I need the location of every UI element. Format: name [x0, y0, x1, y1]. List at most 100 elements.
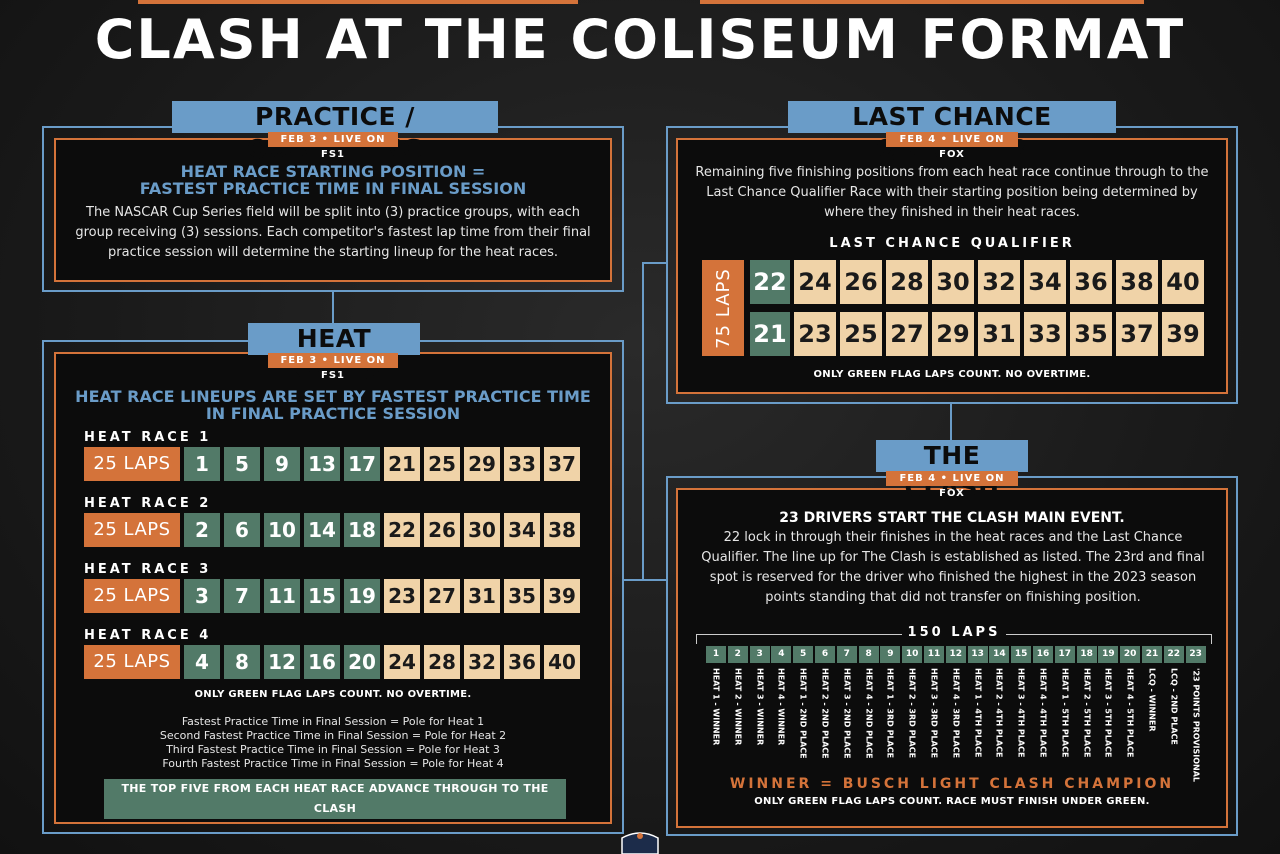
lcq-start-position: 28 [886, 260, 928, 304]
lcq-position: 29 [464, 447, 500, 481]
heat-date: FEB 3 • LIVE ON FS1 [268, 353, 398, 381]
pole-line-4: Fourth Fastest Practice Time in Final Se… [162, 757, 504, 770]
lcq-start-position: 38 [1116, 260, 1158, 304]
heat-heading-1: HEAT RACE LINEUPS ARE SET BY FASTEST PRA… [75, 387, 591, 406]
clash-position-label: HEAT 4 - 3RD PLACE [951, 668, 961, 759]
clash-position-label: HEAT 1 - 4TH PLACE [973, 668, 983, 758]
advance-position: 11 [264, 579, 300, 613]
lcq-start-position: 39 [1162, 312, 1204, 356]
clash-date: FEB 4 • LIVE ON FOX [886, 471, 1018, 499]
clash-position: 16 [1033, 646, 1053, 663]
clash-position-label: HEAT 2 - 3RD PLACE [907, 668, 917, 759]
heat-laps: 25 LAPS [84, 447, 180, 481]
laps-bracket-right-tick [1211, 634, 1212, 644]
heat-note: ONLY GREEN FLAG LAPS COUNT. NO OVERTIME. [194, 689, 472, 700]
advance-position: 7 [224, 579, 260, 613]
advance-position: 12 [264, 645, 300, 679]
laps-bracket-left-tick [696, 634, 697, 644]
lcq-advance-position: 22 [750, 260, 790, 304]
advance-bar: THE TOP FIVE FROM EACH HEAT RACE ADVANCE… [104, 779, 566, 819]
clash-position: 7 [836, 646, 857, 663]
clash-position-label: HEAT 1 - 2ND PLACE [798, 668, 808, 759]
lcq-position: 31 [464, 579, 500, 613]
clash-position-label: LCQ - 2ND PLACE [1169, 668, 1179, 745]
heat-laps: 25 LAPS [84, 579, 180, 613]
clash-position-label: HEAT 4 - 4TH PLACE [1038, 668, 1048, 758]
advance-position: 10 [264, 513, 300, 547]
clash-position-label: HEAT 2 - 2ND PLACE [820, 668, 830, 759]
lcq-start-position: 25 [840, 312, 882, 356]
clash-position: 2 [727, 646, 748, 663]
clash-position-label: HEAT 4 - 5TH PLACE [1125, 668, 1135, 758]
advance-position: 3 [184, 579, 220, 613]
advance-position: 19 [344, 579, 380, 613]
top-rule-right [700, 0, 1144, 4]
lcq-start-position: 34 [1024, 260, 1066, 304]
lcq-start-position: 35 [1070, 312, 1112, 356]
clash-position: 22 [1163, 646, 1184, 663]
advance-position: 15 [304, 579, 340, 613]
clash-position: 8 [858, 646, 879, 663]
clash-position-label: HEAT 3 - 3RD PLACE [929, 668, 939, 759]
connector-lcq-clash [950, 404, 952, 440]
clash-position: 13 [967, 646, 988, 663]
clash-position: 12 [945, 646, 966, 663]
lcq-position: 40 [544, 645, 580, 679]
lcq-position: 26 [424, 513, 460, 547]
clash-position: 6 [815, 646, 835, 663]
clash-position-label: LCQ - WINNER [1147, 668, 1157, 732]
lcq-position: 23 [384, 579, 420, 613]
lcq-start-position: 27 [886, 312, 928, 356]
pole-line-2: Second Fastest Practice Time in Final Se… [159, 729, 507, 742]
advance-position: 6 [224, 513, 260, 547]
lcq-position: 24 [384, 645, 420, 679]
advance-position: 5 [224, 447, 260, 481]
lcq-start-position: 31 [978, 312, 1020, 356]
advance-position: 17 [344, 447, 380, 481]
clash-position: 21 [1142, 646, 1162, 663]
clash-position-label: '23 POINTS PROVISIONAL [1191, 668, 1201, 783]
lcq-start-position: 32 [978, 260, 1020, 304]
heat-heading-2: IN FINAL PRACTICE SESSION [205, 404, 461, 423]
heat-race-label-1: HEAT RACE 1 [84, 430, 212, 445]
lcq-body: Remaining five finishing positions from … [695, 165, 1209, 220]
event-logo [621, 832, 659, 854]
lcq-position: 21 [384, 447, 420, 481]
clash-position-label: HEAT 1 - 3RD PLACE [885, 668, 895, 759]
clash-position-label: HEAT 3 - WINNER [755, 668, 765, 746]
lcq-start-position: 24 [794, 260, 836, 304]
lcq-start-position: 23 [794, 312, 836, 356]
lcq-title: LAST CHANCE QUALIFIER [788, 101, 1116, 163]
heat-race-label-3: HEAT RACE 3 [84, 562, 212, 577]
connector-to-lcq [642, 262, 666, 264]
lcq-start-position: 33 [1024, 312, 1066, 356]
clash-heading: 23 DRIVERS START THE CLASH MAIN EVENT. [779, 510, 1125, 526]
advance-position: 9 [264, 447, 300, 481]
practice-body: The NASCAR Cup Series field will be spli… [75, 205, 591, 260]
advance-position: 8 [224, 645, 260, 679]
page-title: CLASH AT THE COLISEUM FORMAT [94, 8, 1186, 71]
advance-position: 18 [344, 513, 380, 547]
connector-practice-heat [332, 292, 334, 324]
heat-race-label-4: HEAT RACE 4 [84, 628, 212, 643]
advance-position: 14 [304, 513, 340, 547]
lcq-position: 27 [424, 579, 460, 613]
lcq-position: 35 [504, 579, 540, 613]
clash-position: 18 [1076, 646, 1097, 663]
clash-note: ONLY GREEN FLAG LAPS COUNT. RACE MUST FI… [754, 796, 1150, 807]
clash-position-label: HEAT 4 - 2ND PLACE [864, 668, 874, 759]
advance-position: 20 [344, 645, 380, 679]
lcq-start-position: 30 [932, 260, 974, 304]
advance-position: 16 [304, 645, 340, 679]
lcq-position: 30 [464, 513, 500, 547]
pole-line-1: Fastest Practice Time in Final Session =… [181, 715, 485, 728]
clash-position: 10 [902, 646, 923, 663]
clash-title: THE CLASH [876, 440, 1028, 502]
clash-position-label: HEAT 1 - WINNER [711, 668, 721, 746]
